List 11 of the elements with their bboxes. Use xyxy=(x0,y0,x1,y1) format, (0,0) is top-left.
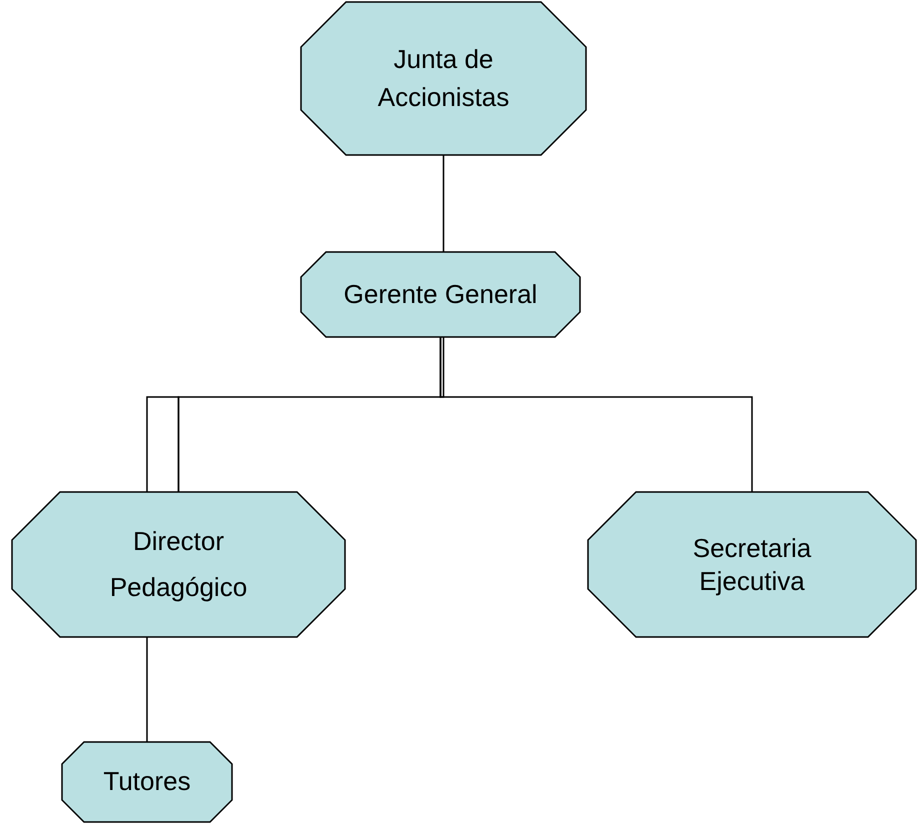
node-label: Junta de Accionistas xyxy=(376,42,510,114)
node-label: Gerente General xyxy=(344,278,538,310)
octagon-box xyxy=(12,492,345,637)
octagon-box xyxy=(588,492,916,637)
octagon-box xyxy=(301,2,586,155)
connector-line xyxy=(440,337,753,492)
node-label: Tutores xyxy=(103,766,191,798)
octagon-box xyxy=(62,742,232,822)
node-label: Director Pedagógico xyxy=(108,525,248,604)
octagon-box xyxy=(301,252,580,337)
node-label: Secretaria Ejecutiva xyxy=(692,532,812,597)
